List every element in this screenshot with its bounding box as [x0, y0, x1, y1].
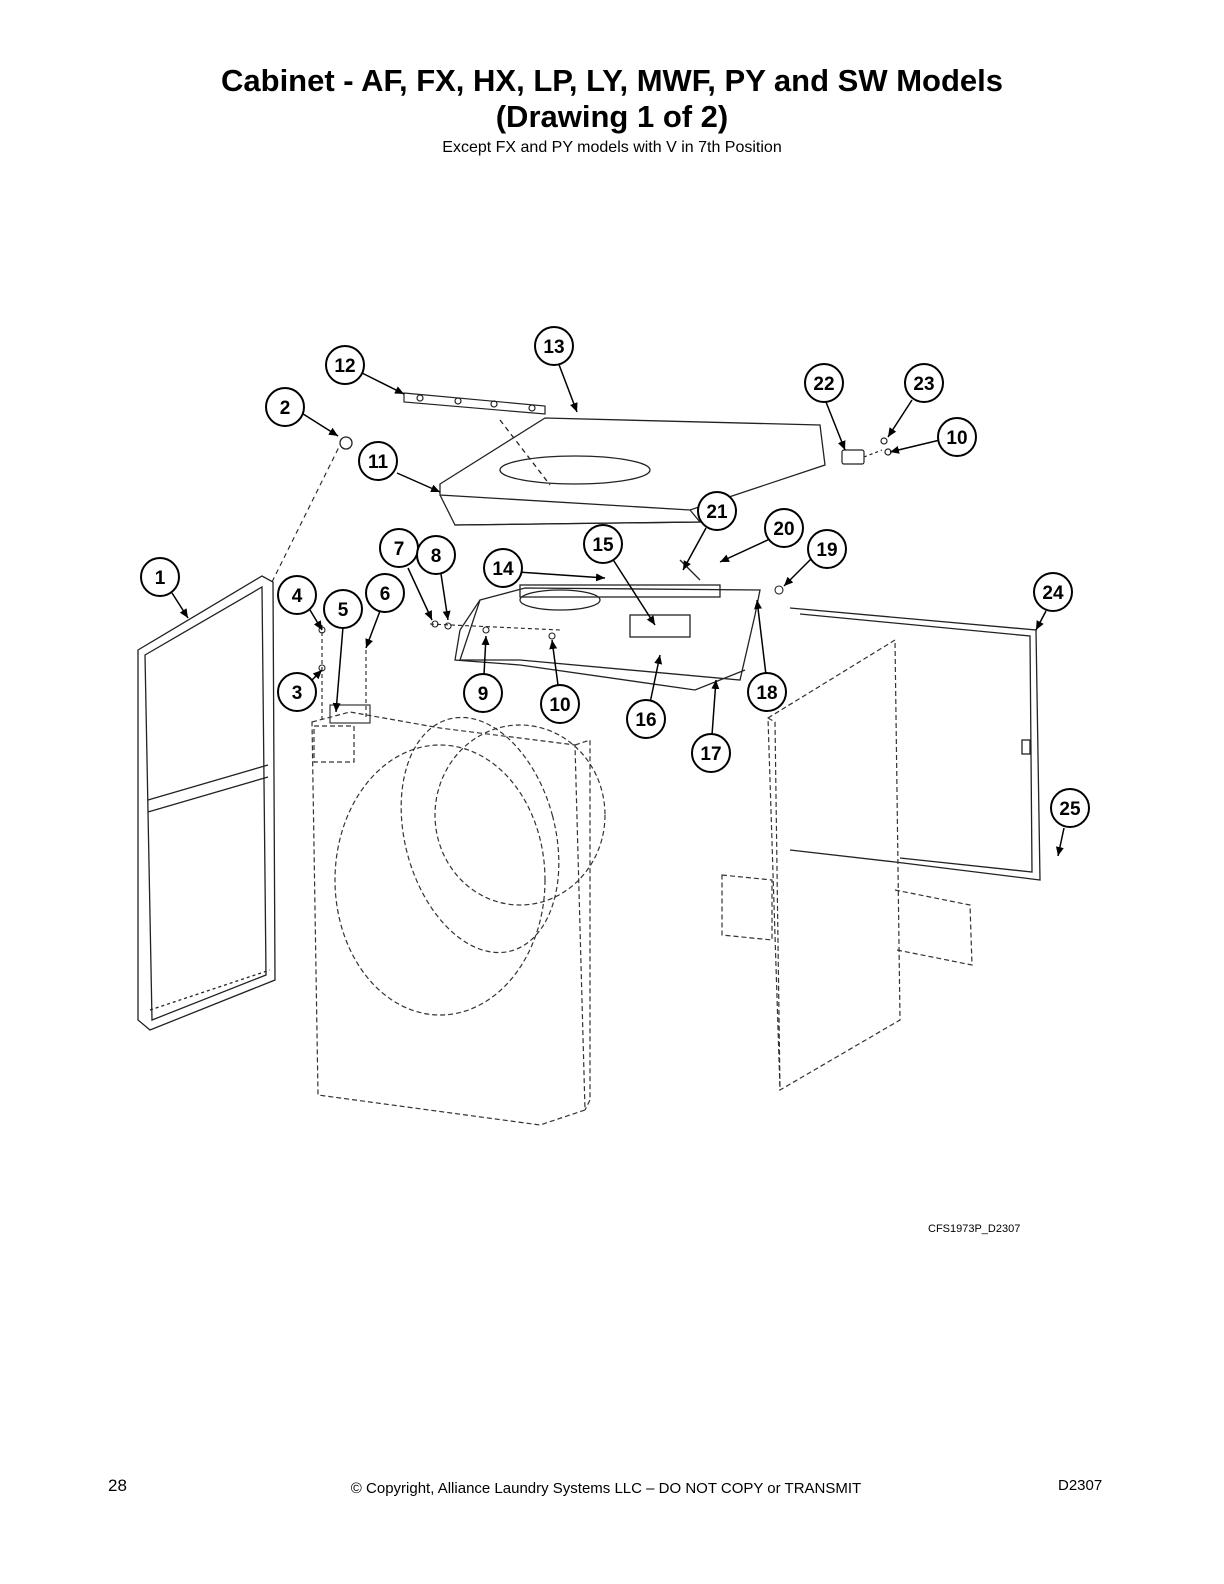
callout-22: 22 [804, 363, 844, 403]
copyright-notice: © Copyright, Alliance Laundry Systems LL… [350, 1480, 862, 1497]
callout-5: 5 [323, 589, 363, 629]
callout-8: 8 [416, 535, 456, 575]
svg-text:17: 17 [700, 744, 721, 765]
callout-12: 12 [325, 345, 365, 385]
callout-23: 23 [904, 363, 944, 403]
svg-text:20: 20 [773, 519, 794, 540]
svg-text:8: 8 [431, 546, 442, 567]
svg-text:14: 14 [492, 559, 514, 580]
left-side-panel-frame [137, 575, 276, 1031]
callout-6: 6 [365, 573, 405, 613]
callout-3: 3 [277, 672, 317, 712]
document-code: D2307 [1058, 1477, 1103, 1494]
page-title-line-1: Cabinet - AF, FX, HX, LP, LY, MWF, PY an… [221, 63, 1003, 98]
callout-16: 16 [626, 699, 666, 739]
svg-text:7: 7 [394, 539, 405, 560]
callout-leaders [171, 361, 1065, 857]
callout-10-box: 10 [540, 684, 580, 724]
svg-text:25: 25 [1059, 799, 1081, 820]
callout-4: 4 [277, 575, 317, 615]
callout-20: 20 [764, 508, 804, 548]
lock-assembly [841, 437, 892, 465]
hinge-fasteners [271, 444, 371, 724]
callout-24: 24 [1033, 572, 1073, 612]
svg-text:24: 24 [1042, 583, 1064, 604]
rear-panel-frame [789, 607, 1041, 881]
svg-text:10: 10 [549, 695, 570, 716]
callout-17: 17 [691, 733, 731, 773]
svg-text:13: 13 [543, 337, 564, 358]
svg-text:4: 4 [292, 586, 303, 607]
front-panel [311, 711, 606, 1126]
svg-text:12: 12 [334, 356, 355, 377]
top-cover [439, 417, 826, 526]
callout-15: 15 [583, 524, 623, 564]
svg-text:23: 23 [913, 374, 934, 395]
svg-text:19: 19 [816, 540, 837, 561]
page-title-line-2: (Drawing 1 of 2) [495, 99, 729, 134]
callout-14: 14 [483, 548, 523, 588]
svg-text:6: 6 [380, 584, 391, 605]
callout-25: 25 [1050, 788, 1090, 828]
svg-text:16: 16 [635, 710, 656, 731]
svg-text:3: 3 [292, 683, 303, 704]
top-bracket [403, 392, 546, 415]
fastener-2 [339, 436, 353, 450]
svg-text:22: 22 [813, 374, 834, 395]
callout-10-top: 10 [937, 417, 977, 457]
callout-2: 2 [265, 387, 305, 427]
svg-text:9: 9 [478, 684, 489, 705]
callout-21: 21 [697, 491, 737, 531]
svg-text:1: 1 [155, 568, 166, 589]
svg-text:5: 5 [338, 600, 349, 621]
callout-7: 7 [379, 528, 419, 568]
svg-text:10: 10 [946, 428, 967, 449]
callout-9: 9 [463, 673, 503, 713]
svg-text:11: 11 [368, 452, 389, 473]
svg-text:2: 2 [280, 398, 291, 419]
callout-1: 1 [140, 557, 180, 597]
callout-19: 19 [807, 529, 847, 569]
page-number: 28 [108, 1476, 127, 1495]
svg-text:15: 15 [592, 535, 614, 556]
right-side-panel [721, 638, 973, 1092]
callout-18: 18 [747, 672, 787, 712]
page-subtitle: Except FX and PY models with V in 7th Po… [442, 139, 782, 156]
svg-text:21: 21 [706, 502, 728, 523]
drawing-code: CFS1973P_D2307 [928, 1223, 1021, 1235]
callout-13: 13 [534, 326, 574, 366]
svg-text:18: 18 [756, 683, 777, 704]
fasteners-7-8-10 [429, 585, 784, 640]
callout-11: 11 [358, 441, 398, 481]
